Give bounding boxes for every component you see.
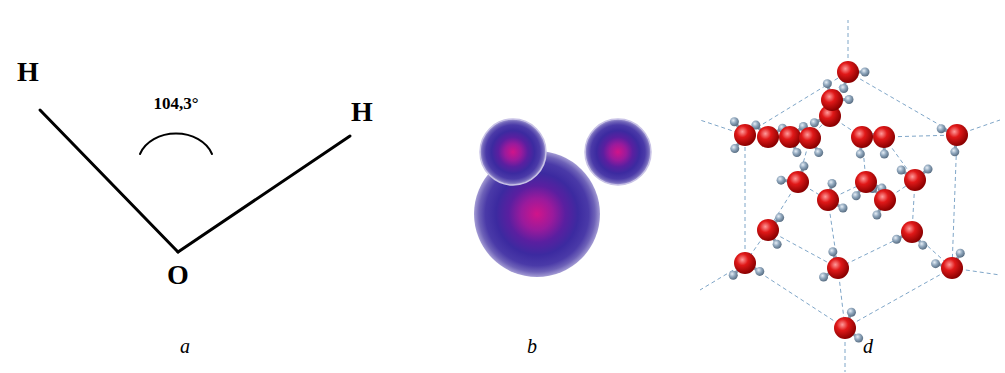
oxygen-atom [855,171,877,193]
panel-letter: a [180,335,190,358]
atom-symbol: H [17,56,39,88]
oxygen-atom [873,126,895,148]
hydrogen-atom [950,147,959,156]
oxygen-atom [946,124,968,146]
panel-letter: d [863,335,873,358]
oxygen-atom [757,126,779,148]
hydrogen-bond [838,232,912,268]
hydrogen-atom [856,149,865,158]
hydrogen-atom [828,179,837,188]
oxygen-atom [817,189,839,211]
hydrogen-atom [730,117,739,126]
panel-letter: b [527,335,537,358]
oxygen-atom [757,219,779,241]
hydrogen-atom [931,259,940,268]
hydrogen-bond [848,72,957,135]
hydrogen-atom [799,162,808,171]
oxygen-atom [734,124,756,146]
hydrogen-bond [745,135,746,263]
oxygen-atom [834,317,856,339]
hydrogen-atom [956,249,965,258]
hydrogen-atom [844,95,853,104]
oxygen-atom [874,189,896,211]
hydrogen-atom [819,272,828,281]
oxygen-atom [799,127,821,149]
hydrogen-bond [745,72,848,135]
hydrogen-atom [777,176,786,185]
hydrogen-atom [897,166,906,175]
oxygen-atom [787,171,809,193]
oxygen-atom [851,126,873,148]
hydrogen-atom [924,165,933,174]
hydrogen-atom [839,203,848,212]
oxygen-atom [734,252,756,274]
oxygen-atom [779,126,801,148]
hydrogen-atom [852,191,861,200]
hydrogen-bond [768,230,838,268]
hydrogen-atom [729,271,738,280]
hydrogen-atom [854,334,863,343]
hydrogen-atom [823,79,832,88]
hydrogen-atom [839,84,848,93]
hydrogen-atom [792,148,801,157]
atom-symbol: H [351,96,373,128]
hydrogen-atom [937,124,946,133]
hydrogen-atom [810,118,819,127]
hydrogen-atom [730,144,739,153]
oxygen-atom [827,257,849,279]
oxygen-atom [904,169,926,191]
hydrogen-atom [847,308,856,317]
hydrogen-atom [880,149,889,158]
oxygen-atom [941,257,963,279]
hydrogen-atom [872,210,881,219]
hydrogen-bond [845,268,952,328]
hydrogen-atom [773,240,782,249]
hydrogen-atom [828,247,837,256]
oxygen-atom [837,61,859,83]
bond-lines [40,110,350,252]
hydrogen-atom [755,267,764,276]
atom-symbol: O [167,259,189,291]
electron-cloud [474,119,651,277]
ice-lattice [700,20,1000,372]
hydrogen-atom [892,235,901,244]
angle-value: 104,3° [153,94,198,114]
hydrogen-atom [814,148,823,157]
hydrogen-atom [861,68,870,77]
oxygen-atom [821,89,843,111]
hydrogen-atom [918,241,927,250]
hydrogen-atom [775,213,784,222]
oxygen-atom [901,221,923,243]
